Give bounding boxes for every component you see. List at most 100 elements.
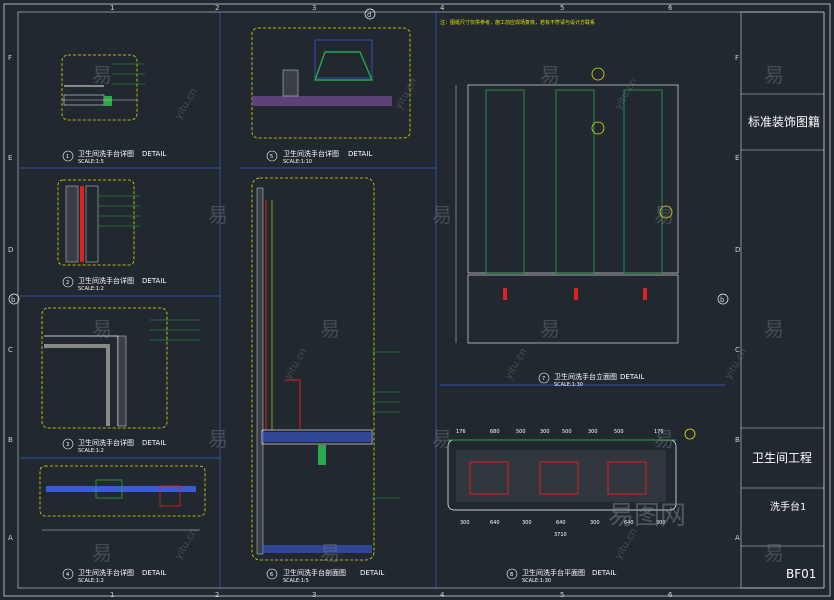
grid-col-6-bottom: 6 bbox=[668, 591, 673, 599]
plan-dim-5: 300 bbox=[588, 429, 598, 435]
svg-text:SCALE:1:5: SCALE:1:5 bbox=[78, 159, 104, 165]
view-5-drawing bbox=[251, 27, 411, 139]
grid-row-e-right: E bbox=[735, 154, 739, 162]
svg-text:2: 2 bbox=[66, 280, 69, 286]
view-7-drawing bbox=[455, 67, 679, 344]
svg-text:卫生间洗手台立面图: 卫生间洗手台立面图 bbox=[554, 372, 617, 381]
plan-dim-3: 300 bbox=[540, 429, 550, 435]
svg-text:8: 8 bbox=[510, 572, 513, 578]
svg-text:SCALE:1:30: SCALE:1:30 bbox=[554, 382, 583, 388]
grid-row-d-right: D bbox=[735, 246, 740, 254]
watermark-url: yitu.cn bbox=[393, 77, 420, 112]
grid-row-f: F bbox=[8, 54, 12, 62]
svg-text:SCALE:1:2: SCALE:1:2 bbox=[78, 578, 104, 584]
grid-col-6: 6 bbox=[668, 4, 673, 12]
plan-dimensions: 176 680 500 300 500 300 500 176 300 640 … bbox=[456, 429, 666, 538]
plan-dim-4: 500 bbox=[562, 429, 572, 435]
svg-text:DETAIL: DETAIL bbox=[142, 569, 166, 577]
watermark-char: 易 bbox=[764, 541, 784, 565]
plan-dim-6: 500 bbox=[614, 429, 624, 435]
grid-col-3-bottom: 3 bbox=[312, 591, 316, 599]
axis-bubble-b-left bbox=[8, 293, 20, 305]
svg-text:卫生间洗手台详图: 卫生间洗手台详图 bbox=[78, 276, 134, 285]
watermark-char: 易 bbox=[208, 427, 228, 451]
svg-text:卫生间洗手台剖面图: 卫生间洗手台剖面图 bbox=[283, 568, 346, 577]
grid-col-4: 4 bbox=[440, 4, 445, 12]
axis-label-b-right: b bbox=[720, 296, 725, 304]
watermark-char: 易 bbox=[764, 317, 784, 341]
plan-dim-0: 176 bbox=[456, 429, 466, 435]
plan-dim-bottom-1: 640 bbox=[490, 520, 500, 526]
section-divider-lines bbox=[20, 12, 725, 588]
grid-column-labels: 1 2 3 4 5 6 1 2 3 4 5 6 bbox=[110, 4, 673, 599]
watermark-char: 易 bbox=[764, 63, 784, 87]
grid-col-2: 2 bbox=[215, 4, 219, 12]
plan-dim-7: 176 bbox=[654, 429, 664, 435]
watermark-char: 易 bbox=[320, 317, 340, 341]
svg-text:7: 7 bbox=[542, 376, 545, 382]
watermark-char: 易 bbox=[432, 427, 452, 451]
grid-row-a: A bbox=[8, 534, 13, 542]
view-title-3: 3 卫生间洗手台详图 DETAIL SCALE:1:2 bbox=[62, 438, 166, 454]
view-title-2: 2 卫生间洗手台详图 DETAIL SCALE:1:2 bbox=[62, 276, 166, 292]
watermark-url: yitu.cn bbox=[283, 347, 310, 382]
view-title-6: 6 卫生间洗手台剖面图 DETAIL SCALE:1:5 bbox=[266, 568, 384, 584]
drawing-note: 注：图纸尺寸仅供参考，施工前应现场复核，若有不符请与设计方联系 bbox=[440, 19, 595, 26]
view-6-drawing bbox=[251, 177, 400, 561]
svg-text:4: 4 bbox=[66, 572, 69, 578]
axis-bubble-b-right bbox=[717, 293, 729, 305]
grid-col-4-bottom: 4 bbox=[440, 591, 445, 599]
grid-row-b: B bbox=[8, 436, 13, 444]
svg-text:DETAIL: DETAIL bbox=[348, 150, 372, 158]
svg-text:DETAIL: DETAIL bbox=[142, 439, 166, 447]
svg-text:SCALE:1:30: SCALE:1:30 bbox=[522, 578, 551, 584]
svg-text:卫生间洗手台详图: 卫生间洗手台详图 bbox=[78, 438, 134, 447]
grid-row-d: D bbox=[8, 246, 13, 254]
watermark-url: yitu.cn bbox=[173, 527, 200, 562]
plan-dim-total: 3710 bbox=[554, 532, 567, 538]
watermark-url: yitu.cn bbox=[613, 527, 640, 562]
view-3-drawing bbox=[41, 307, 200, 429]
watermark-char: 易 bbox=[208, 203, 228, 227]
plan-dim-2: 500 bbox=[516, 429, 526, 435]
view-title-4: 4 卫生间洗手台详图 DETAIL SCALE:1:2 bbox=[62, 568, 166, 584]
watermark-char: 易 bbox=[92, 317, 112, 341]
svg-text:DETAIL: DETAIL bbox=[620, 373, 644, 381]
view-title-1: 1 卫生间洗手台详图 DETAIL SCALE:1:5 bbox=[62, 149, 166, 165]
axis-label-d: d bbox=[367, 11, 371, 19]
view-title-8: 8 卫生间洗手台平面图 DETAIL SCALE:1:30 bbox=[506, 568, 616, 584]
view-8-drawing bbox=[447, 428, 696, 511]
watermark-char: 易 bbox=[654, 427, 674, 451]
watermark-brand: 易图网 bbox=[608, 501, 686, 531]
grid-row-f-right: F bbox=[735, 54, 739, 62]
view-4-drawing bbox=[39, 465, 206, 531]
svg-text:SCALE:1:10: SCALE:1:10 bbox=[283, 159, 312, 165]
svg-text:SCALE:1:5: SCALE:1:5 bbox=[283, 578, 309, 584]
title-project: 卫生间工程 bbox=[752, 450, 812, 465]
grid-col-1: 1 bbox=[110, 4, 114, 12]
grid-row-labels: F E D C B A F E D C B A bbox=[8, 54, 740, 542]
watermark-char: 易 bbox=[320, 541, 340, 565]
grid-row-c: C bbox=[8, 346, 13, 354]
watermark-char: 易 bbox=[92, 63, 112, 87]
svg-text:卫生间洗手台详图: 卫生间洗手台详图 bbox=[78, 568, 134, 577]
grid-row-c-right: C bbox=[735, 346, 740, 354]
svg-text:DETAIL: DETAIL bbox=[142, 150, 166, 158]
plan-dim-bottom-6: 300 bbox=[656, 520, 666, 526]
svg-text:卫生间洗手台详图: 卫生间洗手台详图 bbox=[283, 149, 339, 158]
plan-dim-bottom-4: 300 bbox=[590, 520, 600, 526]
view-title-7: 7 卫生间洗手台立面图 DETAIL SCALE:1:30 bbox=[538, 372, 644, 388]
view-1-drawing bbox=[61, 54, 145, 121]
title-sheet-no: BF01 bbox=[786, 567, 816, 581]
watermark-char: 易 bbox=[92, 541, 112, 565]
plan-dim-bottom-2: 300 bbox=[522, 520, 532, 526]
grid-col-3: 3 bbox=[312, 4, 316, 12]
watermark-url: yitu.cn bbox=[613, 77, 640, 112]
plan-dim-bottom-0: 300 bbox=[460, 520, 470, 526]
svg-text:3: 3 bbox=[66, 442, 69, 448]
grid-col-5: 5 bbox=[560, 4, 564, 12]
svg-text:DETAIL: DETAIL bbox=[360, 569, 384, 577]
grid-row-e: E bbox=[8, 154, 12, 162]
